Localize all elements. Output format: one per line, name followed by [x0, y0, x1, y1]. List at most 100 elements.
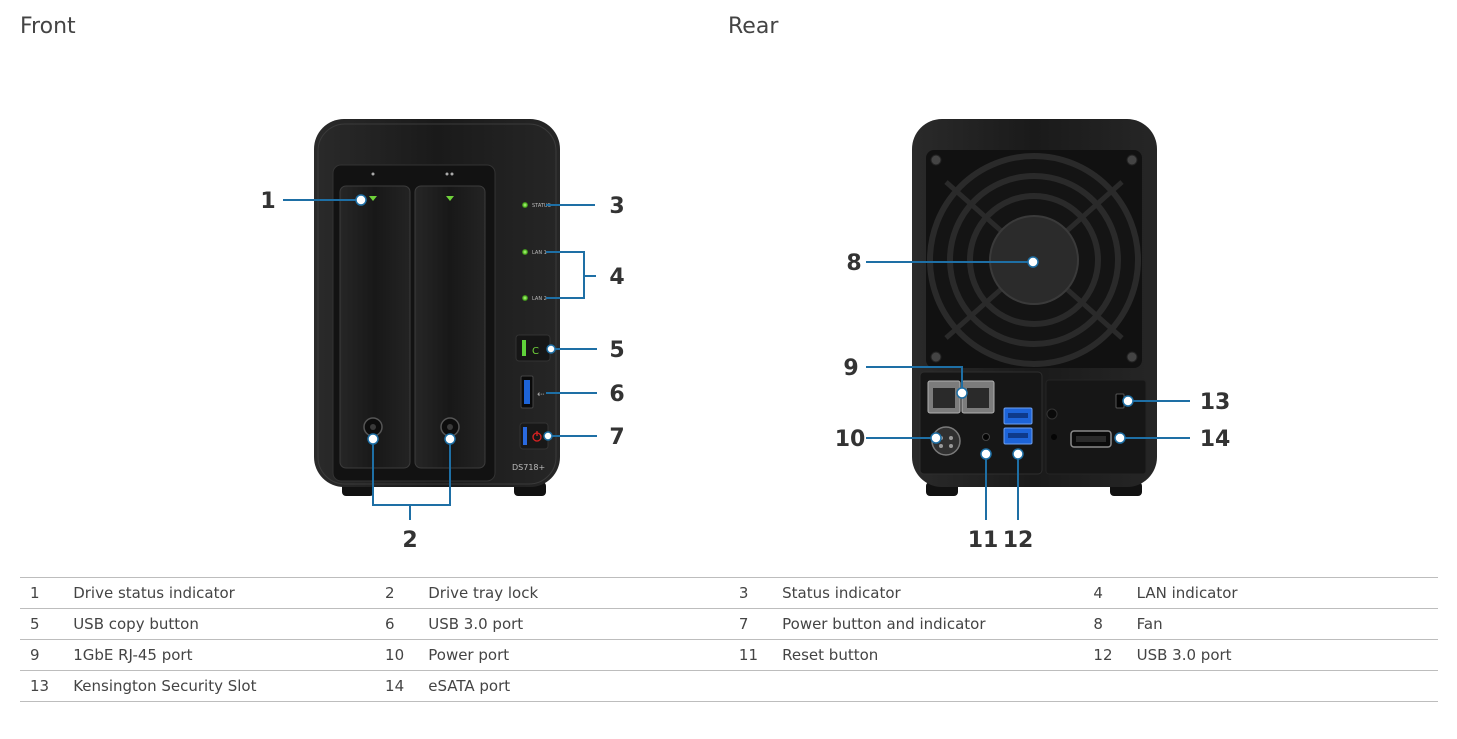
rear-panel-hole-1 — [1046, 408, 1058, 420]
leader-1-dot — [355, 194, 367, 206]
power-port-pin-3 — [939, 444, 943, 448]
legend-number: 5 — [20, 608, 74, 640]
bay2-dot-b — [450, 172, 454, 176]
fan-ring-2 — [947, 173, 1121, 347]
leader-5-dot — [546, 344, 556, 354]
legend-label: Power button and indicator — [782, 608, 1084, 640]
front-usb-port-tongue — [524, 380, 530, 404]
leader-2 — [372, 439, 451, 506]
legend-label: Status indicator — [782, 577, 1084, 609]
leader-lines — [283, 199, 1190, 520]
drive-tray-1-led — [369, 196, 377, 201]
callout-numbers: 1 2 3 4 5 6 7 8 9 10 11 12 13 14 — [260, 189, 1230, 553]
leader-11-dot — [980, 448, 992, 460]
legend-number: 9 — [20, 639, 74, 671]
callout-3: 3 — [609, 194, 624, 219]
lan1-led-label: LAN 1 — [532, 250, 547, 256]
legend-label: Fan — [1136, 608, 1438, 640]
legend-label: 1GbE RJ-45 port — [73, 639, 376, 671]
lan1-led — [522, 249, 528, 255]
callout-5: 5 — [609, 338, 624, 363]
legend-number: 1 — [20, 577, 74, 609]
fan-screw-tr — [1126, 154, 1138, 166]
legend-label: Drive tray lock — [428, 577, 729, 609]
legend-label: eSATA port — [428, 670, 729, 702]
fan-screw-br — [1126, 351, 1138, 363]
legend-number: 4 — [1083, 577, 1137, 609]
legend-label: USB 3.0 port — [428, 608, 729, 640]
drive-tray-1[interactable] — [339, 185, 411, 469]
front-chassis-bevel — [317, 123, 557, 485]
rear-usb-port-1-slot — [1008, 413, 1028, 418]
callout-4: 4 — [609, 265, 624, 290]
legend-table: 1 Drive status indicator 2 Drive tray lo… — [20, 577, 1438, 702]
nas-diagram: STATUS LAN 1 LAN 2 C ⇠ DS718+ — [260, 119, 1230, 553]
callout-10: 10 — [835, 427, 866, 452]
callout-2: 2 — [402, 528, 417, 553]
legend-label: LAN indicator — [1136, 577, 1438, 609]
reset-button[interactable] — [982, 433, 990, 441]
legend-label: Drive status indicator — [73, 577, 376, 609]
leader-12-dot — [1012, 448, 1024, 460]
legend-number: 3 — [728, 577, 783, 609]
bay1-dot — [371, 172, 375, 176]
legend-label: Reset button — [782, 639, 1084, 671]
callout-6: 6 — [609, 382, 624, 407]
legend-label: USB copy button — [73, 608, 376, 640]
drive-tray-1-lock-core — [370, 424, 376, 430]
legend-number: 10 — [375, 639, 429, 671]
fan-screw-bl — [930, 351, 942, 363]
lan2-led — [522, 295, 528, 301]
legend-number: 14 — [375, 670, 429, 702]
leader-9-dot — [956, 387, 968, 399]
leader-9 — [866, 366, 963, 393]
rear-usb-port-2-slot — [1008, 433, 1028, 438]
leader-2-dot-b — [444, 433, 456, 445]
legend-number: 2 — [375, 577, 429, 609]
callout-1: 1 — [260, 189, 275, 214]
leader-10-dot — [930, 432, 942, 444]
legend-number: 7 — [728, 608, 783, 640]
rear-expansion-panel — [1045, 379, 1147, 475]
rj45-port-2-socket — [967, 388, 989, 408]
leader-endpoints — [355, 194, 1134, 460]
legend-row: 5 USB copy button 6 USB 3.0 port 7 Power… — [20, 608, 1438, 640]
leader-7-dot — [543, 431, 553, 441]
legend-label — [782, 670, 1084, 702]
legend-number — [728, 670, 783, 702]
usb-copy-button-indicator — [522, 340, 526, 356]
legend-label: Kensington Security Slot — [73, 670, 376, 702]
lan2-led-label: LAN 2 — [532, 296, 547, 302]
legend-number: 12 — [1083, 639, 1137, 671]
drive-tray-2-lock-core — [447, 424, 453, 430]
legend-number — [1083, 670, 1137, 702]
legend-row: 13 Kensington Security Slot 14 eSATA por… — [20, 670, 1438, 702]
rear-view-title: Rear — [728, 14, 779, 39]
status-led-label: STATUS — [532, 203, 551, 209]
legend-number: 11 — [728, 639, 783, 671]
legend-label: Power port — [428, 639, 729, 671]
legend-row: 9 1GbE RJ-45 port 10 Power port 11 Reset… — [20, 639, 1438, 671]
leader-8-dot — [1027, 256, 1039, 268]
power-button-indicator — [523, 427, 527, 445]
leader-13-dot — [1122, 395, 1134, 407]
legend-number: 13 — [20, 670, 74, 702]
callout-12: 12 — [1003, 528, 1034, 553]
usb-icon: ⇠ — [537, 390, 545, 400]
power-port-pin-4 — [949, 444, 953, 448]
front-view-title: Front — [20, 14, 76, 39]
status-led — [522, 202, 528, 208]
callout-7: 7 — [609, 425, 624, 450]
callout-8: 8 — [846, 251, 861, 276]
usb-copy-button-glyph: C — [532, 346, 539, 357]
bay2-dot-a — [445, 172, 449, 176]
legend-number: 6 — [375, 608, 429, 640]
leader-2-dot-a — [367, 433, 379, 445]
front-nas-device: STATUS LAN 1 LAN 2 C ⇠ DS718+ — [314, 119, 560, 496]
leader-14-dot — [1114, 432, 1126, 444]
esata-port-slot — [1076, 436, 1106, 442]
callout-9: 9 — [843, 356, 858, 381]
model-label: DS718+ — [512, 463, 545, 472]
legend-label — [1136, 670, 1438, 702]
fan-ring-3 — [967, 193, 1101, 327]
